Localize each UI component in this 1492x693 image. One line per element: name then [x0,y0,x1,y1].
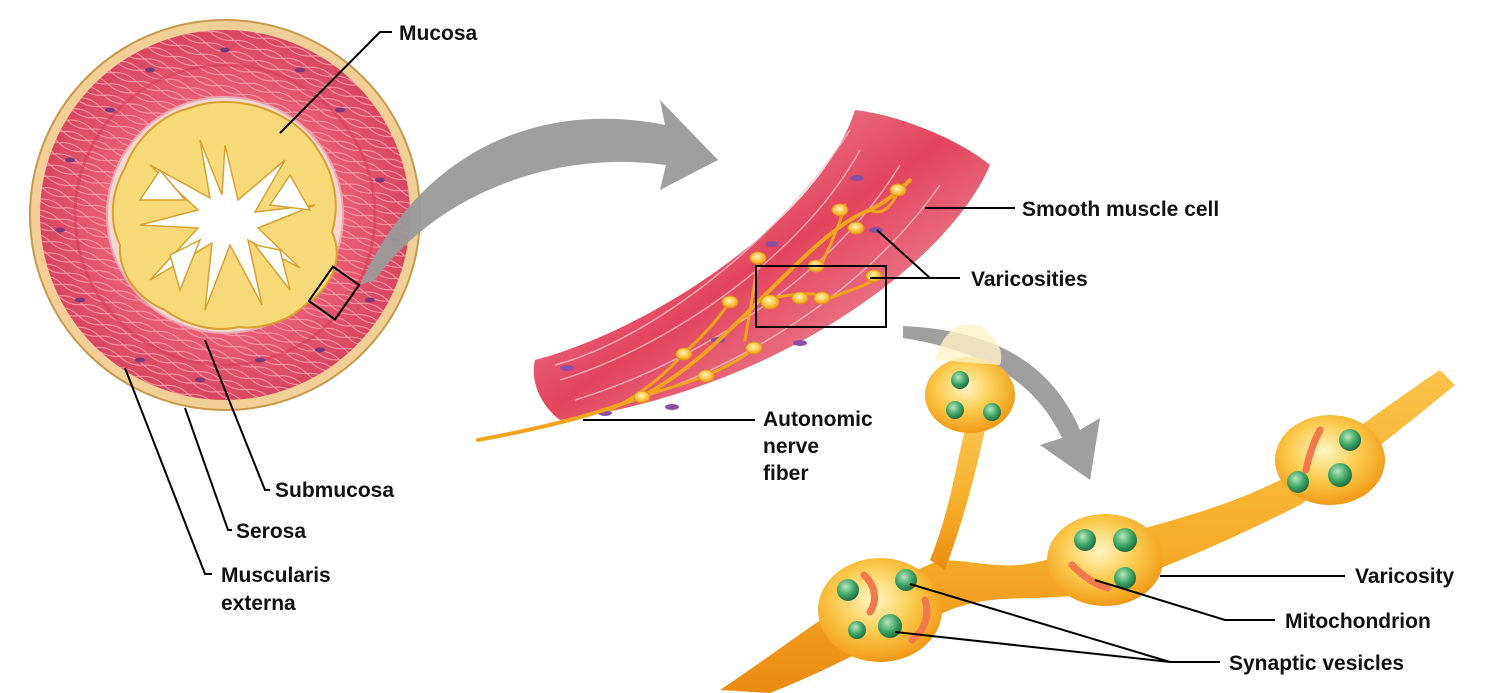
left-varicosity [818,558,942,662]
muscle-nuclei [55,47,400,383]
label-serosa: Serosa [236,520,306,543]
label-autonomic-line3: fiber [763,462,809,485]
detail-box-cross-section [307,265,361,321]
label-submucosa: Submucosa [275,479,394,502]
label-mitochondrion: Mitochondrion [1285,610,1431,633]
label-varicosity: Varicosity [1355,565,1455,588]
label-mucosa: Mucosa [399,22,478,45]
lumen [138,139,316,311]
label-muscularis-line1: Muscularis [221,564,331,587]
label-autonomic-line1: Autonomic [763,408,873,431]
label-smooth-muscle-cell: Smooth muscle cell [1022,198,1219,221]
enlarged-nerve-fiber [720,325,1455,693]
leader-lines [124,31,1345,663]
label-synaptic-vesicles: Synaptic vesicles [1229,652,1404,675]
intestine-cross-section [29,19,421,411]
label-varicosities: Varicosities [971,268,1088,291]
detail-box-strip [755,265,887,328]
middle-varicosity [1047,514,1163,606]
label-muscularis-line2: externa [221,592,296,615]
right-varicosity [1275,415,1385,505]
labels: Mucosa Submucosa Serosa Muscularis exter… [221,22,1455,675]
varicosities-group [633,183,907,404]
zoom-arrow-1 [360,100,718,285]
label-autonomic-line2: nerve [763,435,819,458]
zoom-arrow-2 [903,326,1100,480]
top-varicosity [925,325,1015,433]
